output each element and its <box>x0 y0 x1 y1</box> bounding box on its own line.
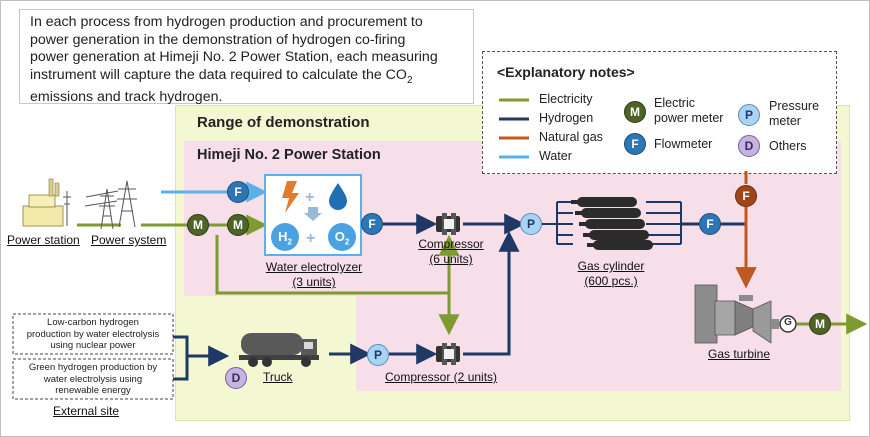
o2-letter: O <box>334 229 345 244</box>
h2-label: H2 <box>273 229 297 247</box>
o2-circle <box>328 223 356 251</box>
o2-subscript: 2 <box>344 237 350 247</box>
legend-label-water: Water <box>539 149 572 163</box>
range-title: Range of demonstration <box>197 114 370 131</box>
cylinder-manifold <box>541 201 682 245</box>
hydrogen-line-to-turbine <box>719 222 757 289</box>
label-power-station: Power station <box>7 233 80 247</box>
meter-f-natural-gas: F <box>735 185 757 207</box>
source-text-renewable: Green hydrogen production by water elect… <box>14 360 172 398</box>
h2-circle <box>271 223 299 251</box>
plus-icon-top: + <box>305 189 314 206</box>
intro-line-4: instrument will capture the data require… <box>30 66 407 83</box>
station-title: Himeji No. 2 Power Station <box>197 147 381 163</box>
down-arrow-icon <box>304 207 322 221</box>
hydrogen-line-sources-merge <box>172 335 189 381</box>
compressor-top-icon <box>436 213 460 235</box>
label-compressor-top-units: (6 units) <box>429 252 473 266</box>
intro-line-1: In each process from hydrogen production… <box>30 14 423 30</box>
legend-label-flowmeter: Flowmeter <box>654 137 713 151</box>
legend-label-pressure-meter: Pressure meter <box>769 99 819 129</box>
source-box-2 <box>12 358 174 400</box>
label-compressor-top: Compressor (6 units) <box>409 237 493 267</box>
gas-turbine-icon <box>694 284 779 344</box>
source-text-nuclear-line1: Low-carbon hydrogen <box>47 317 139 328</box>
legend-label-electric-power-meter-line2: power meter <box>654 111 724 125</box>
source-text-nuclear-line3: using nuclear power <box>50 340 136 351</box>
meter-p-truck: P <box>367 344 389 366</box>
o2-label: O2 <box>330 229 354 247</box>
label-water-electrolyzer-name: Water electrolyzer <box>265 260 363 274</box>
lightning-icon <box>282 181 299 213</box>
h2-letter: H <box>278 229 288 244</box>
meter-d-truck: D <box>225 367 247 389</box>
generator-circle <box>779 315 797 333</box>
power-station-icon <box>22 178 71 227</box>
legend-m-badge: M <box>624 101 646 123</box>
label-water-electrolyzer: Water electrolyzer (3 units) <box>260 260 368 290</box>
electricity-line-to-compressors <box>215 235 449 295</box>
legend-label-pressure-meter-line1: Pressure <box>769 99 820 113</box>
label-power-system: Power system <box>91 233 167 247</box>
source-text-renewable-line2: water electrolysis using <box>43 373 143 385</box>
legend-label-electric-power-meter: Electric power meter <box>654 96 723 126</box>
plus-icon-bottom: + <box>306 230 315 247</box>
legend-label-pressure-meter-line2: meter <box>769 114 801 128</box>
label-gas-cylinder-name: Gas cylinder <box>577 259 645 273</box>
meter-p-cylinder: P <box>520 213 542 235</box>
label-compressor-bottom: Compressor (2 units) <box>385 370 498 384</box>
source-box-1 <box>12 313 174 355</box>
water-drop-icon <box>329 183 347 210</box>
intro-line-5: emissions and track hydrogen. <box>30 88 223 105</box>
power-system-icon <box>84 180 137 230</box>
meter-m-electrolyzer: M <box>227 214 249 236</box>
meter-m-turbine-output: M <box>809 313 831 335</box>
generator-label: G <box>784 317 792 328</box>
intro-text-box: In each process from hydrogen production… <box>19 9 474 105</box>
legend-label-natural-gas: Natural gas <box>539 130 603 144</box>
meter-f-water: F <box>227 181 249 203</box>
label-truck: Truck <box>263 370 293 384</box>
source-text-nuclear: Low-carbon hydrogen production by water … <box>14 315 172 353</box>
compressor-bottom-icon <box>436 343 460 365</box>
meter-m-grid: M <box>187 214 209 236</box>
explanatory-notes-box <box>482 51 837 174</box>
legend-f-badge: F <box>624 133 646 155</box>
legend-d-badge: D <box>738 135 760 157</box>
label-water-electrolyzer-units: (3 units) <box>292 275 336 289</box>
label-compressor-top-name: Compressor <box>418 237 484 251</box>
legend-label-hydrogen: Hydrogen <box>539 111 594 125</box>
hydrogen-line-bottom-compressor-up <box>463 230 520 356</box>
label-external-site: External site <box>53 404 120 418</box>
meter-f-hydrogen-out: F <box>361 213 383 235</box>
legend-label-electric-power-meter-line1: Electric <box>654 96 695 110</box>
label-gas-cylinder-count: (600 pcs.) <box>584 274 638 288</box>
source-text-nuclear-line2: production by water electrolysis <box>26 328 160 340</box>
meter-f-turbine-hydrogen: F <box>699 213 721 235</box>
notes-title: <Explanatory notes> <box>497 64 635 80</box>
intro-line-2: power generation in the demonstration of… <box>30 31 406 48</box>
truck-icon <box>239 333 319 367</box>
intro-subscript: 2 <box>406 74 413 86</box>
label-gas-turbine: Gas turbine <box>708 347 771 361</box>
h2-subscript: 2 <box>287 237 292 247</box>
intro-line-3: power generation at Himeji No. 2 Power S… <box>30 49 438 65</box>
legend-label-others: Others <box>769 139 807 153</box>
source-text-renewable-line3: renewable energy <box>55 385 131 396</box>
source-text-renewable-line1: Green hydrogen production by <box>28 362 158 373</box>
legend-p-badge: P <box>738 104 760 126</box>
label-gas-cylinder: Gas cylinder (600 pcs.) <box>569 259 653 289</box>
gas-cylinder-icon <box>571 197 653 250</box>
legend-label-electricity: Electricity <box>539 92 593 106</box>
